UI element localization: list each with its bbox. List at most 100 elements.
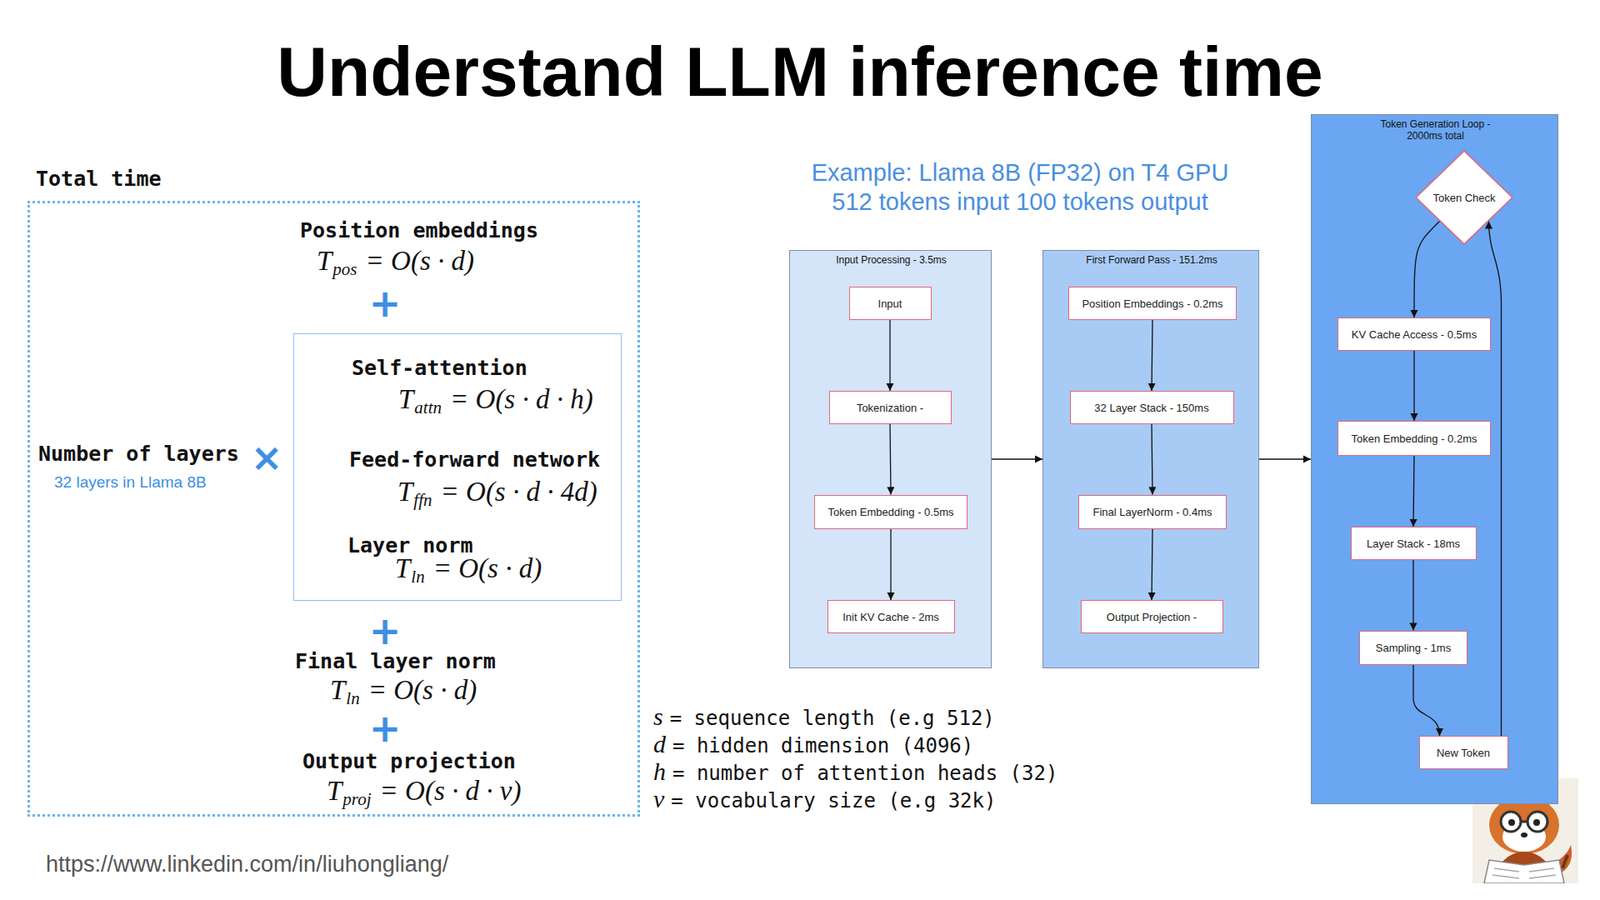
box-text: Final LayerNorm - 0.4ms — [1092, 505, 1212, 519]
variable-definition: v= vocabulary size (e.g 32k) — [653, 785, 996, 814]
text-label: + — [369, 709, 402, 748]
text-label: Total time — [35, 166, 162, 191]
label-text: 512 tokens input 100 tokens output — [831, 188, 1208, 215]
process-box: New Token — [1419, 735, 1509, 770]
avatar-paper-lines — [1492, 868, 1556, 879]
avatar-nose — [1520, 832, 1528, 838]
process-box: Token Embedding - 0.2ms — [1337, 420, 1491, 456]
process-box: Output Projection - — [1080, 600, 1224, 634]
avatar-paper — [1484, 860, 1565, 884]
formula-subscript: attn — [414, 398, 442, 419]
connector — [1259, 458, 1311, 460]
text-label: + — [369, 284, 402, 323]
formula-subscript: pos — [332, 260, 357, 280]
avatar-head — [1489, 795, 1560, 855]
text-label: 32 layers in Llama 8B — [54, 473, 207, 492]
formula-body: = O(s · d · 4d) — [440, 476, 598, 507]
formula-symbol: T — [395, 553, 410, 584]
process-box: Init KV Cache - 2ms — [827, 600, 955, 634]
formula-symbol: T — [398, 384, 414, 415]
process-box: Layer Stack - 18ms — [1350, 526, 1477, 560]
avatar-eye — [1533, 819, 1540, 826]
formula-symbol: T — [326, 775, 342, 806]
formula: Tattn = O(s · d · h) — [398, 384, 594, 419]
formula-body: = O(s · d) — [368, 675, 477, 705]
formula: Tpos= O(s · d) — [316, 245, 475, 280]
panel-header: Input Processing - 3.5ms — [800, 254, 984, 266]
panel-title: Input Processing - 3.5ms — [835, 254, 947, 266]
box-text: Layer Stack - 18ms — [1366, 537, 1460, 550]
formula-body: = O(s · d) — [433, 553, 542, 584]
formula-subscript: ln — [410, 567, 425, 588]
formula-subscript: ln — [345, 689, 360, 710]
panel-title: First Forward Pass - 151.2ms — [1085, 254, 1217, 266]
group-heading: Total time — [35, 166, 162, 191]
term-heading: Layer norm — [347, 533, 474, 558]
connector — [991, 458, 1043, 460]
formula: Tln = O(s · d) — [330, 675, 477, 710]
term-heading: Feed-forward network — [349, 447, 600, 472]
variable-definition: h= number of attention heads (32) — [653, 757, 1058, 786]
process-box: KV Cache Access - 0.5ms — [1337, 317, 1491, 351]
label-text: https://www.linkedin.com/in/liuhongliang… — [45, 851, 449, 877]
plus-sign: + — [369, 280, 402, 326]
text-label: Layer norm — [347, 533, 474, 558]
plus-sign: + — [369, 608, 402, 654]
layer-box: Self-attentionTattn = O(s · d · h) Feed-fo… — [293, 333, 622, 601]
box-text: Position Embeddings - 0.2ms — [1081, 297, 1223, 310]
panel-header: First Forward Pass - 151.2ms — [1051, 254, 1252, 266]
label: https://www.linkedin.com/in/liuhongliang… — [45, 851, 449, 878]
formula-symbol: T — [397, 476, 413, 507]
formula-subscript: ffn — [413, 490, 432, 511]
text-label: + — [369, 611, 402, 650]
box-text: Output Projection - — [1106, 610, 1197, 624]
term-heading: Position embeddings — [300, 218, 539, 243]
box-text: Sampling - 1ms — [1375, 641, 1451, 655]
title: Understand LLM inference time — [0, 31, 1600, 113]
variable-meaning: = sequence length (e.g 512) — [670, 706, 995, 730]
plus-sign: + — [369, 705, 402, 751]
text-label: Final layer norm — [295, 649, 496, 674]
box-text: Token Check — [1432, 191, 1495, 205]
variable-definition: d= hidden dimension (4096) — [653, 730, 974, 759]
times-sign: × — [250, 435, 284, 480]
process-box: Final LayerNorm - 0.4ms — [1078, 495, 1227, 530]
formula-symbol: T — [316, 245, 332, 276]
formula-symbol: T — [330, 675, 345, 705]
avatar-glasses — [1500, 811, 1521, 832]
text-label: × — [250, 438, 284, 477]
title-text: Understand LLM inference time — [276, 32, 1324, 111]
term-heading: Final layer norm — [295, 649, 496, 674]
variable-symbol: s — [653, 702, 664, 730]
formula: Tffn = O(s · d · 4d) — [397, 476, 598, 511]
box-text: Token Embedding - 0.5ms — [827, 505, 954, 519]
panel-title: Token Generation Loop - 2000ms total — [1380, 118, 1490, 142]
diamond-shape — [1415, 150, 1513, 245]
variable-meaning: = hidden dimension (4096) — [672, 734, 974, 758]
formula-body: = O(s · d · h) — [450, 384, 594, 415]
box-text: New Token — [1436, 746, 1490, 760]
text-label: Position embeddings — [300, 218, 539, 243]
term-heading: Self-attention — [351, 355, 528, 380]
formula: Tln = O(s · d) — [395, 553, 542, 588]
avatar-eye — [1508, 819, 1515, 826]
process-box: Tokenization - — [829, 390, 952, 425]
dotted-group: Self-attentionTattn= O(s · d · h)Feed-fo… — [27, 200, 640, 817]
label-text: Example: Llama 8B (FP32) on T4 GPU — [811, 159, 1230, 186]
variable-symbol: d — [653, 730, 666, 758]
box-text: KV Cache Access - 0.5ms — [1351, 328, 1477, 341]
formula-subscript: proj — [342, 790, 371, 810]
label: 512 tokens input 100 tokens output — [831, 188, 1208, 216]
process-box: 32 Layer Stack - 150ms — [1070, 390, 1235, 425]
formula-body: = O(s · d · v) — [380, 775, 522, 806]
avatar-glasses — [1527, 811, 1548, 832]
text-label: Output projection — [302, 749, 516, 774]
term-heading: Output projection — [302, 749, 516, 774]
stage-panel: First Forward Pass - 151.2msPosition Emb… — [1042, 250, 1260, 669]
variable-symbol: h — [653, 757, 666, 785]
process-box: Input — [849, 286, 932, 320]
box-text: 32 Layer Stack - 150ms — [1094, 401, 1209, 415]
stage-panel: Input Processing - 3.5msInputTokenizatio… — [789, 250, 992, 669]
box-text: Tokenization - — [856, 401, 924, 415]
box-text: Init KV Cache - 2ms — [842, 610, 940, 624]
